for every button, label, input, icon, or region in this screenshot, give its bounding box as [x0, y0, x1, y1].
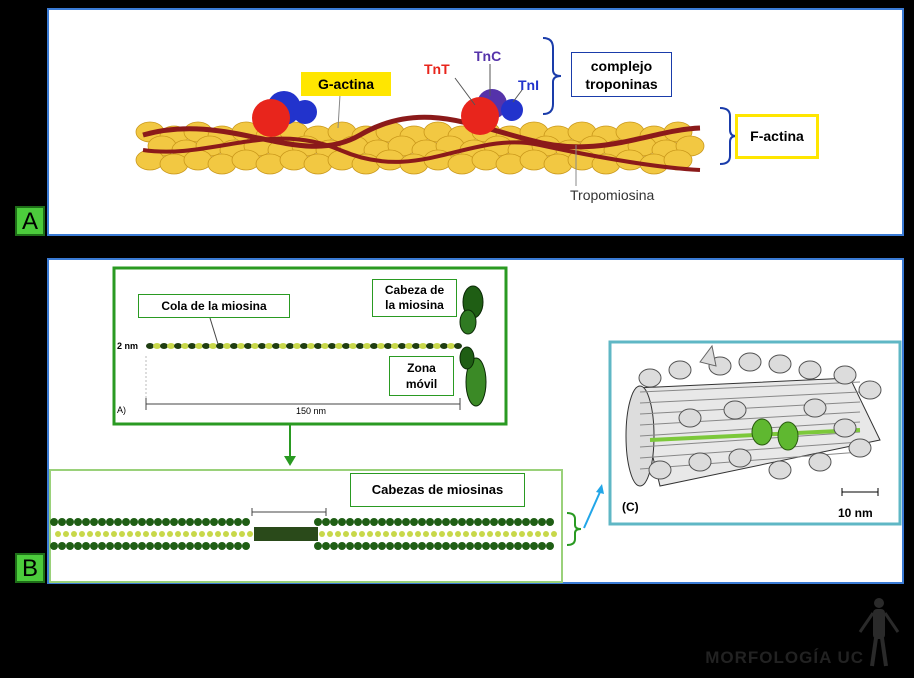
brace-complejo	[543, 38, 561, 114]
brace-f-actina	[720, 108, 736, 164]
tropomiosina-label: Tropomiosina	[570, 187, 654, 203]
tni-label: TnI	[518, 77, 539, 93]
human-figure-logo	[860, 598, 898, 666]
cabezas-miosinas-label: Cabezas de miosinas	[350, 473, 525, 507]
scale-150-label: 150 nm	[296, 406, 326, 416]
two-nm-label: 2 nm	[117, 341, 138, 351]
complejo-troponinas-label: complejo troponinas	[571, 52, 672, 97]
watermark: MORFOLOGÍA UC	[705, 648, 864, 668]
tnc-label: TnC	[474, 48, 501, 64]
zona-movil-label: Zona móvil	[389, 356, 454, 396]
myosin-tail	[146, 343, 462, 349]
tnt-label: TnT	[424, 61, 450, 77]
panel-b-letter: B	[15, 553, 45, 583]
scale-10-label: 10 nm	[838, 506, 873, 520]
cola-miosina-label: Cola de la miosina	[138, 294, 290, 318]
f-actina-label: F-actina	[735, 114, 819, 159]
cabeza-miosina-label: Cabeza de la miosina	[372, 279, 457, 317]
panel-a-letter: A	[15, 206, 45, 236]
sub-c-label: (C)	[622, 500, 639, 514]
g-actina-label: G-actina	[301, 72, 391, 96]
sub-a-label: A)	[117, 405, 126, 415]
